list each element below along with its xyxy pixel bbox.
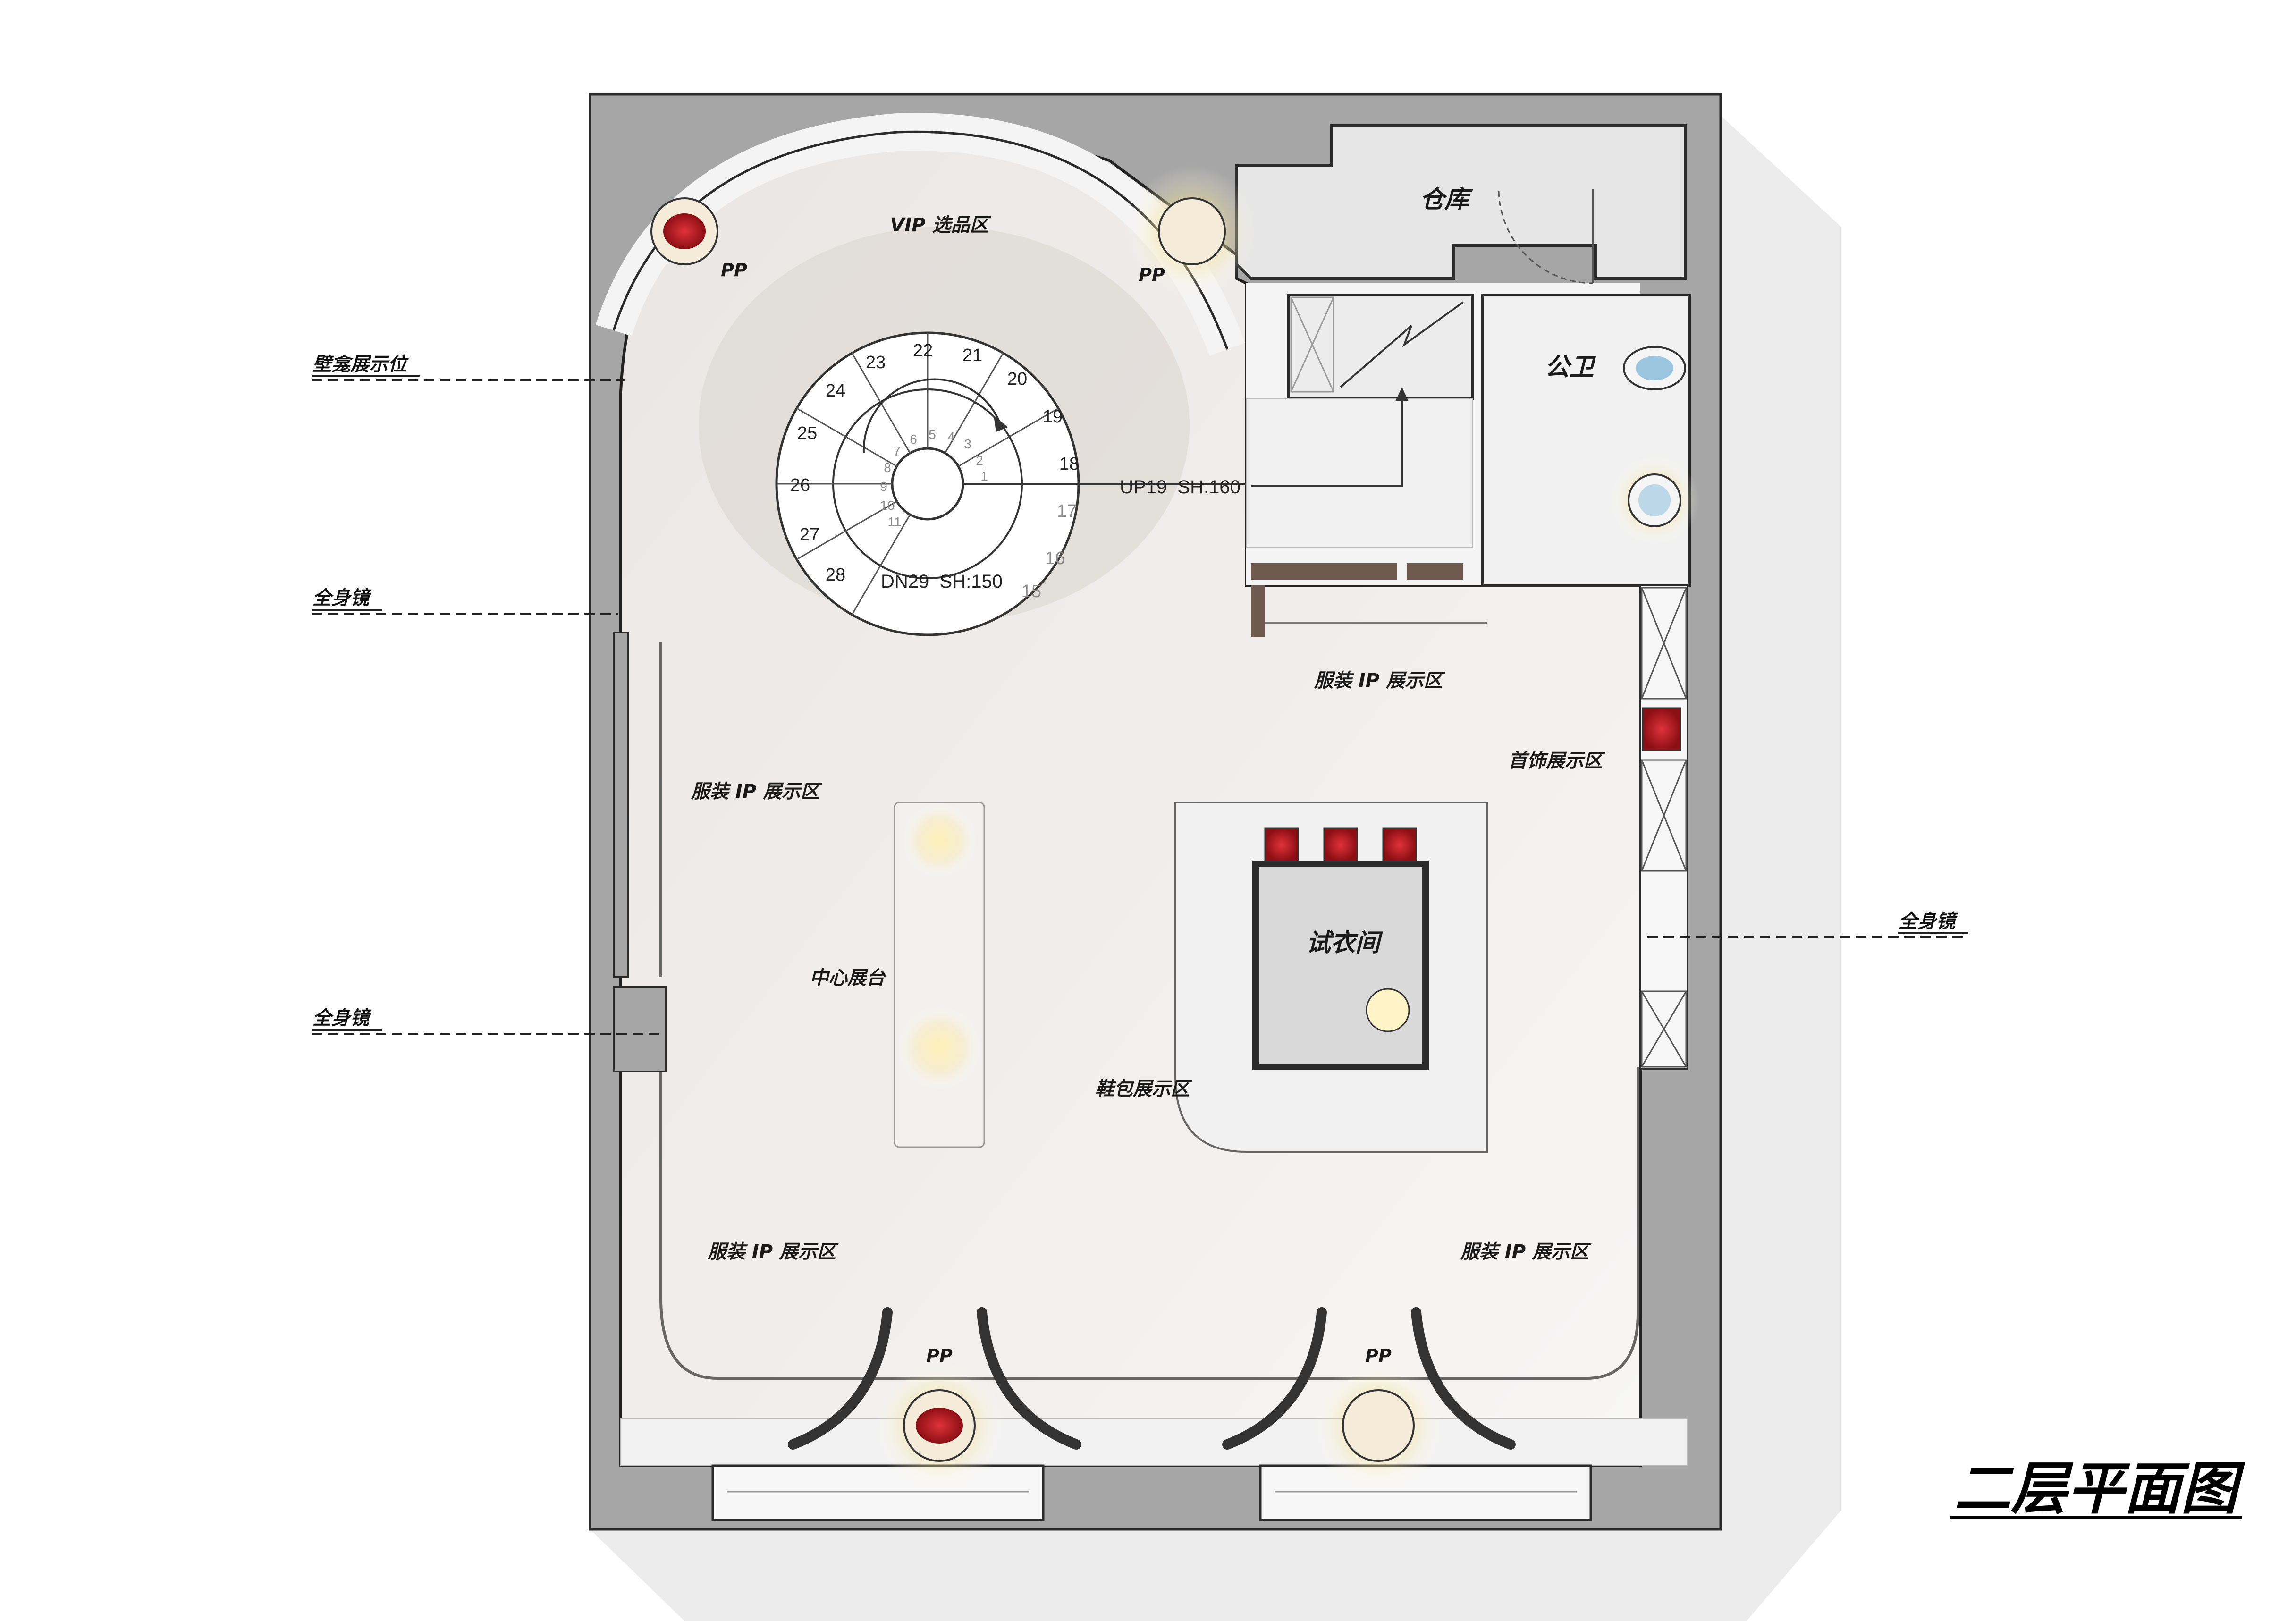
up-arrow-head (1395, 387, 1409, 401)
fitting-seat-1 (1264, 827, 1299, 862)
step-8: 8 (884, 460, 891, 475)
fitting-room (1252, 861, 1429, 1070)
bottom-window-right (1259, 1464, 1592, 1521)
fitting-room-light (1366, 988, 1410, 1032)
callout-niche-label: 壁龛展示位 (312, 354, 409, 375)
callout-mirror-right-label: 全身镜 (1899, 911, 1958, 932)
step-20: 20 (1007, 369, 1027, 389)
zone-clothing-ip-left-label: 服装 IP 展示区 (691, 781, 822, 802)
zone-clothing-ip-top-label: 服装 IP 展示区 (1314, 670, 1445, 692)
step-6: 6 (910, 432, 917, 447)
spiral-staircase (775, 331, 1246, 636)
step-2: 2 (976, 453, 983, 468)
stairwell-grid (1290, 296, 1334, 393)
stair-down-arrow (862, 378, 1002, 454)
stair-up-label: UP19 SH:160 (1120, 477, 1241, 498)
step-22: 22 (913, 341, 933, 361)
wood-shelf-2 (1407, 563, 1463, 580)
zone-jewelry-label: 首饰展示区 (1508, 750, 1605, 772)
bottom-rack-rail (659, 1067, 1639, 1380)
fitting-seat-3 (1382, 827, 1417, 862)
zone-vip-label: VIP 选品区 (890, 214, 991, 236)
callout-mirror-left-2-label: 全身镜 (312, 1007, 372, 1029)
curved-partition-1 (788, 1307, 893, 1450)
zone-center-table-label: 中心展台 (810, 967, 886, 989)
step-7: 7 (893, 444, 901, 458)
up-arrow-line (1251, 392, 1403, 487)
step-25: 25 (797, 423, 817, 443)
pp-display-top-right (1126, 165, 1258, 297)
step-28: 28 (826, 565, 845, 585)
step-15: 15 (1021, 582, 1041, 601)
pp-display-bottom-left (873, 1359, 1005, 1492)
curved-partition-3 (1222, 1307, 1327, 1450)
pp-display-bottom-right (1312, 1359, 1444, 1492)
step-10: 10 (880, 498, 895, 513)
step-4: 4 (947, 430, 955, 444)
toilet-label: 公卫 (1545, 353, 1596, 381)
step-11: 11 (887, 515, 901, 529)
right-display-column (1639, 584, 1688, 1070)
stair-down-arrowhead (994, 415, 1008, 432)
stair-flight (1246, 398, 1473, 548)
step-18: 18 (1059, 454, 1079, 474)
center-table-light-2 (897, 1005, 982, 1090)
warehouse-door-swing (1498, 191, 1594, 284)
step-26: 26 (790, 475, 810, 495)
bottom-window-left (711, 1464, 1045, 1521)
urinal-icon (1623, 346, 1686, 390)
step-21: 21 (962, 346, 982, 365)
sink-icon (1610, 456, 1699, 545)
wood-shelf-1 (1251, 563, 1397, 580)
step-3: 3 (964, 437, 971, 451)
zone-clothing-ip-bottom-right-label: 服装 IP 展示区 (1460, 1241, 1592, 1263)
bottom-floor-strip (620, 1418, 1688, 1466)
wood-shelf-3 (1251, 585, 1265, 637)
step-5: 5 (929, 427, 936, 442)
pp-label-top-right: PP (1139, 264, 1165, 285)
pp-label-bottom-right: PP (1365, 1345, 1392, 1366)
pp-label-bottom-left: PP (926, 1345, 953, 1366)
stair-down-label: DN29 SH:150 (881, 571, 1003, 592)
fitting-room-label: 试衣间 (1306, 929, 1383, 957)
callout-mirror-left-1-label: 全身镜 (312, 587, 372, 609)
step-24: 24 (826, 381, 845, 401)
pp-display-top-left (650, 197, 718, 265)
zone-clothing-ip-bottom-left-label: 服装 IP 展示区 (707, 1241, 839, 1263)
plan-title: 二层平面图 (1954, 1456, 2245, 1522)
left-wall-strip-upper (613, 632, 629, 978)
step-19: 19 (1043, 407, 1063, 427)
warehouse-label: 仓库 (1420, 186, 1473, 214)
left-wall-jog (613, 986, 667, 1072)
curved-partition-4 (1411, 1307, 1516, 1450)
fitting-seat-2 (1323, 827, 1358, 862)
curved-partition-2 (977, 1307, 1081, 1450)
step-16: 16 (1045, 549, 1065, 568)
stairwell (1287, 294, 1474, 400)
step-1: 1 (980, 469, 988, 483)
step-23: 23 (866, 353, 886, 372)
step-9: 9 (880, 479, 887, 494)
step-17: 17 (1057, 501, 1077, 521)
pp-label-top-left: PP (721, 260, 747, 280)
center-table-light-1 (902, 802, 977, 878)
warehouse-room (1235, 124, 1687, 280)
jewelry-display-red (1642, 707, 1681, 751)
step-27: 27 (800, 525, 819, 545)
zone-shoes-bags-label: 鞋包展示区 (1095, 1078, 1192, 1100)
stair-up-arrow (1340, 301, 1464, 388)
right-display-grid (1641, 587, 1687, 1068)
